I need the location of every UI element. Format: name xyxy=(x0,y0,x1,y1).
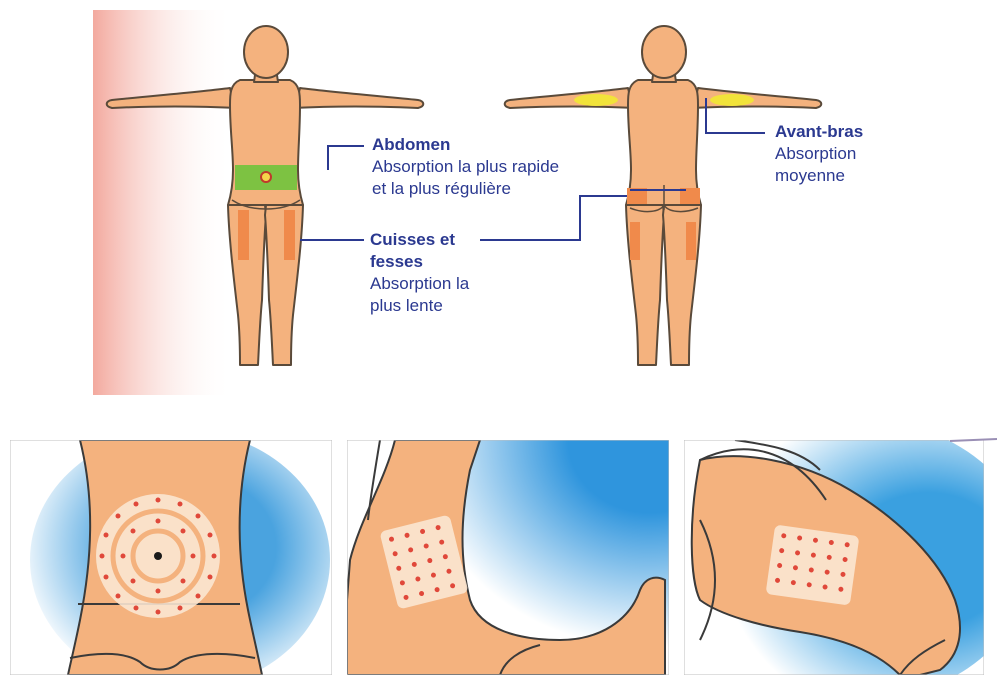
navel-target xyxy=(261,172,271,182)
avant-bras-label: Avant-bras Absorption moyenne xyxy=(775,121,863,187)
left-back-thigh-zone xyxy=(630,222,640,260)
right-upper-arm-zone xyxy=(710,94,754,106)
panel-thigh xyxy=(684,420,997,675)
navel-dot xyxy=(154,552,162,560)
abdomen-desc-line1: Absorption la plus rapide xyxy=(372,156,559,178)
cuisses-title-line2: fesses xyxy=(370,251,469,273)
right-back-thigh-zone xyxy=(686,222,696,260)
cuisses-desc-line1: Absorption la xyxy=(370,273,469,295)
panel-abdomen xyxy=(10,430,332,675)
panel3-top-accent xyxy=(950,439,997,441)
right-thigh-zone xyxy=(284,210,295,260)
panel-upper-arm xyxy=(347,360,740,675)
abdomen-label: Abdomen Absorption la plus rapide et la … xyxy=(372,134,559,200)
avant-bras-title: Avant-bras xyxy=(775,121,863,143)
abdomen-title: Abdomen xyxy=(372,134,559,156)
front-connector-lines xyxy=(300,146,364,240)
cuisses-label: Cuisses et fesses Absorption la plus len… xyxy=(370,229,469,317)
cuisses-title-line1: Cuisses et xyxy=(370,229,469,251)
pink-background-fade xyxy=(93,10,233,395)
cuisses-desc-line2: plus lente xyxy=(370,295,469,317)
abdomen-desc-line2: et la plus régulière xyxy=(372,178,559,200)
avant-bras-desc-line1: Absorption xyxy=(775,143,863,165)
left-upper-arm-zone xyxy=(574,94,618,106)
left-thigh-zone xyxy=(238,210,249,260)
avant-bras-desc-line2: moyenne xyxy=(775,165,863,187)
